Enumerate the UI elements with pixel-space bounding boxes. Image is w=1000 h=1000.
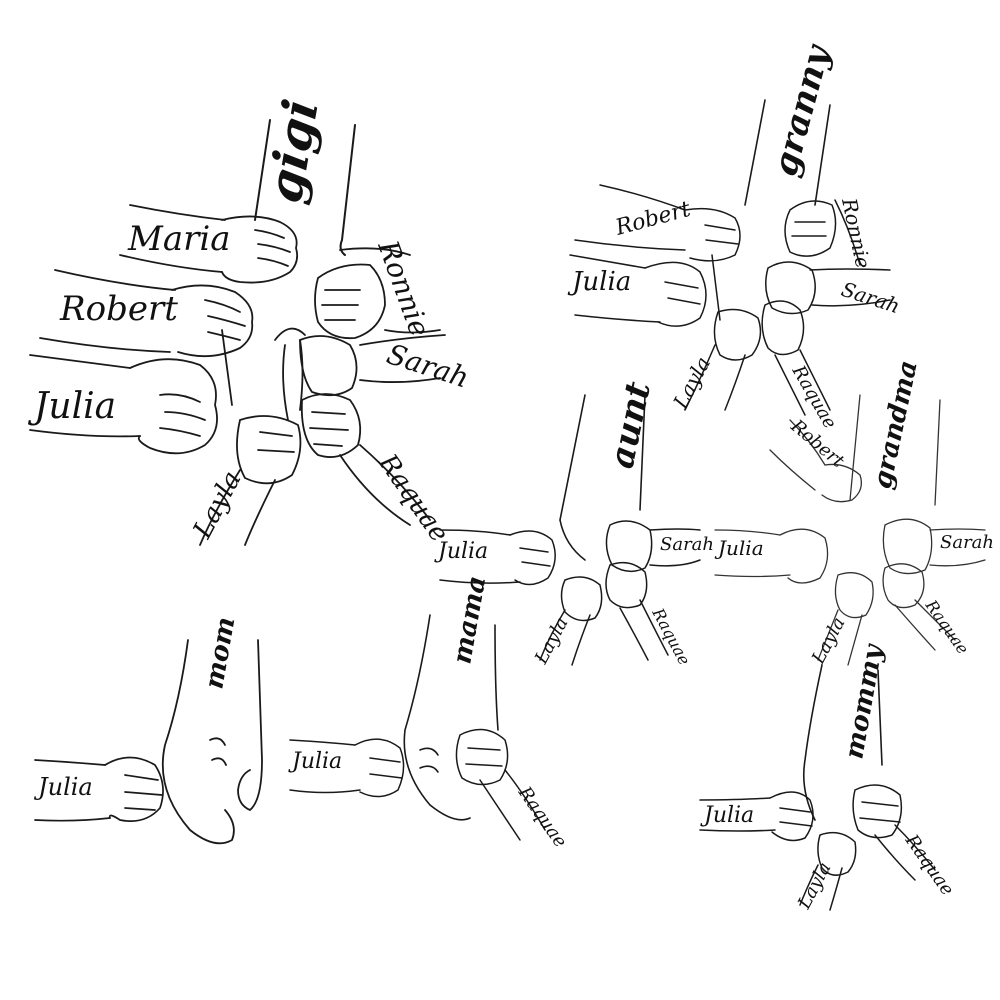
arm-layla xyxy=(199,415,302,546)
adult-arm-granny xyxy=(744,99,831,206)
adult-arm-aunt xyxy=(559,394,646,561)
name-julia-mama: Julia xyxy=(288,749,342,774)
name-robert-granny: Robert xyxy=(612,197,693,241)
name-layla-granny: Layla xyxy=(668,353,715,414)
name-julia-mom: Julia xyxy=(33,773,93,801)
name-ronnie: Ronnie xyxy=(371,235,436,341)
design-gigi: gigi Maria Robert Julia Ronnie Sarah Raq… xyxy=(27,95,473,548)
design-granny: granny Robert Julia Ronnie Sarah Layla R… xyxy=(567,39,903,432)
name-ronnie-granny: Ronnie xyxy=(837,195,875,271)
arm-maria xyxy=(119,204,299,284)
arm-ronnie-granny xyxy=(784,199,861,266)
baby-grip-center xyxy=(274,327,306,421)
adult-hand-mom xyxy=(161,639,263,845)
name-raquae-aunt: Raquae xyxy=(648,604,694,668)
title-grandma: grandma xyxy=(868,358,924,492)
arm-sarah-aunt xyxy=(605,520,701,573)
name-raquae-mommy: Raquae xyxy=(900,830,957,900)
arm-raquae-aunt xyxy=(605,561,669,661)
name-julia: Julia xyxy=(27,386,116,427)
arm-layla-mommy xyxy=(799,831,857,911)
arm-layla-grandma xyxy=(817,572,874,666)
adult-arm-grandma xyxy=(849,394,941,506)
name-julia-mommy: Julia xyxy=(700,803,754,828)
arm-julia-mommy xyxy=(699,791,814,842)
name-sarah-granny: Sarah xyxy=(838,277,902,318)
arm-julia xyxy=(29,354,218,455)
name-raquae: Raquae xyxy=(372,448,454,548)
arm-robert-grandma xyxy=(769,419,863,503)
name-robert: Robert xyxy=(59,289,178,329)
arm-robert xyxy=(39,269,254,406)
arm-raquae-mama xyxy=(455,728,546,841)
arm-ronnie xyxy=(314,247,441,340)
arm-raquae-mommy xyxy=(852,784,936,881)
name-raquae-mama: Raquae xyxy=(513,782,570,852)
name-julia-aunt: Julia xyxy=(434,539,488,564)
arm-robert-granny xyxy=(574,184,741,321)
arm-sarah-granny xyxy=(765,261,891,315)
arm-layla-granny xyxy=(684,308,762,411)
design-mom: mom Julia xyxy=(33,615,263,845)
name-layla-grandma: Layla xyxy=(807,614,849,668)
arm-layla-aunt xyxy=(539,576,603,666)
arm-julia-mama xyxy=(289,738,405,798)
arm-julia-grandma xyxy=(714,528,829,584)
name-sarah-aunt: Sarah xyxy=(660,534,714,555)
arm-sarah xyxy=(299,334,446,397)
name-maria: Maria xyxy=(127,219,230,259)
design-mommy: mommy Julia Raquae Layla xyxy=(699,641,958,913)
arm-raquae-grandma xyxy=(882,563,956,651)
name-sarah: Sarah xyxy=(383,337,473,394)
arm-sarah-grandma xyxy=(882,518,986,575)
name-sarah-grandma: Sarah xyxy=(940,532,994,553)
design-grandma: grandma Robert Julia Sarah Layla Raquae xyxy=(714,358,994,668)
arm-raquae-granny xyxy=(761,300,831,416)
adult-arm-gigi xyxy=(254,119,356,256)
adult-hand-mama xyxy=(403,614,499,821)
design-mama: mama Julia Raquae xyxy=(288,574,571,852)
name-layla: Layla xyxy=(187,466,247,544)
title-mama: mama xyxy=(447,574,492,667)
name-layla-mommy: Layla xyxy=(793,859,835,913)
name-julia-granny: Julia xyxy=(567,267,631,297)
name-raquae-grandma: Raquae xyxy=(921,596,972,658)
title-mom: mom xyxy=(199,615,241,691)
adult-hand-mommy xyxy=(802,664,883,821)
arm-julia-mom xyxy=(34,756,164,822)
title-granny: granny xyxy=(765,39,839,180)
title-gigi: gigi xyxy=(257,95,330,207)
arm-julia-granny xyxy=(569,254,707,327)
arm-raquae xyxy=(300,393,431,526)
title-aunt: aunt xyxy=(602,378,659,472)
name-layla-aunt: Layla xyxy=(530,614,572,668)
name-julia-grandma: Julia xyxy=(714,536,764,560)
arm-julia-aunt xyxy=(439,529,556,586)
